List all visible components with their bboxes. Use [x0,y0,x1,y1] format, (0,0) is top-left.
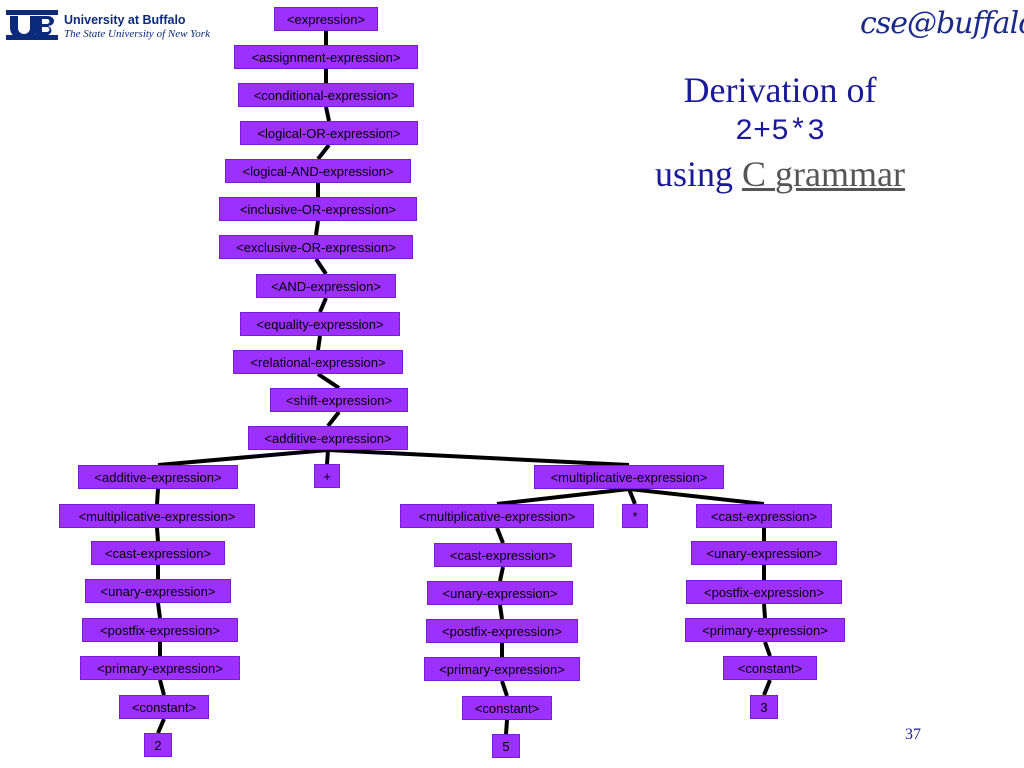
tree-node-lun: <unary-expression> [85,579,231,603]
edge-rprim-rconst [763,641,772,657]
tree-node-rpost: <postfix-expression> [686,580,842,604]
edge-ior-xor [314,220,320,236]
tree-node-mpost: <postfix-expression> [426,619,578,643]
tree-node-rel: <relational-expression> [233,350,403,374]
edge-mconst-five [504,719,509,735]
edge-lun-lpost [156,602,162,619]
c-link[interactable]: C [742,154,767,194]
edge-mprim-mconst [500,680,509,697]
edge-add-add2 [157,448,329,467]
edge-mun-mpost [498,604,504,620]
tree-node-three: 3 [750,695,778,719]
tree-node-star: * [622,504,648,528]
tree-node-lcast: <cast-expression> [91,541,225,565]
edge-eq-rel [316,335,322,351]
tree-node-assign: <assignment-expression> [234,45,418,69]
tree-node-lmul: <multiplicative-expression> [59,504,255,528]
tree-node-add: <additive-expression> [248,426,408,450]
tree-node-ior: <inclusive-OR-expression> [219,197,417,221]
tree-node-land: <logical-AND-expression> [225,159,411,183]
edge-mul-rcast [628,487,765,506]
edge-rel-shift [316,372,341,390]
cse-logo-text: cse@buffalo [860,6,1024,41]
tree-node-xor: <exclusive-OR-expression> [219,235,413,259]
university-name: University at Buffalo [64,13,186,27]
tree-node-cond: <conditional-expression> [238,83,414,107]
tree-node-and: <AND-expression> [256,274,396,298]
tree-node-mprim: <primary-expression> [424,657,580,681]
cse-buffalo-logo: cse@buffalo [860,2,1024,57]
edge-add2-lmul [155,488,160,505]
tree-node-lconst: <constant> [119,695,209,719]
ub-logo: University at Buffalo The State Universi… [6,8,210,42]
tree-node-lpost: <postfix-expression> [82,618,238,642]
tree-node-mul: <multiplicative-expression> [534,465,724,489]
tree-node-eq: <equality-expression> [240,312,400,336]
tree-node-rcast: <cast-expression> [696,504,832,528]
university-subtitle: The State University of New York [64,28,210,40]
tree-node-expr: <expression> [274,7,378,31]
tree-node-add2: <additive-expression> [78,465,238,489]
tree-node-mcast: <cast-expression> [434,543,572,567]
grammar-link[interactable]: grammar [775,154,905,194]
title-using: using [655,154,743,194]
title-line-1: Derivation of [683,70,877,110]
tree-node-mconst: <constant> [462,696,552,720]
edge-lprim-lconst [158,679,166,696]
page-number: 37 [905,726,921,743]
edge-mul-star [627,488,637,505]
ub-mark-icon [6,10,58,40]
tree-node-rconst: <constant> [723,656,817,680]
tree-node-shift: <shift-expression> [270,388,408,412]
tree-node-plus: + [314,464,340,488]
edge-lmul-lcast [155,527,160,542]
tree-node-mmul: <multiplicative-expression> [400,504,594,528]
title-expression: 2+5*3 [734,115,825,149]
edge-add-plus [325,449,330,465]
title-line-3: using C grammar [590,152,970,196]
edge-and-eq [318,297,328,313]
tree-node-rprim: <primary-expression> [685,618,845,642]
edge-mcast-mun [498,566,505,582]
tree-node-lor: <logical-OR-expression> [240,121,418,145]
edge-shift-add [326,410,341,428]
edge-lconst-two [156,718,166,734]
tree-node-five: 5 [492,734,520,758]
edge-rconst-three [762,679,772,696]
tree-node-mun: <unary-expression> [427,581,573,605]
edge-cond-lor [324,106,331,122]
edge-mul-mmul [496,487,630,506]
edge-mmul-mcast [495,527,505,544]
tree-node-lprim: <primary-expression> [80,656,240,680]
edge-xor-and [314,257,328,276]
edge-lor-land [316,143,331,161]
tree-node-two: 2 [144,733,172,757]
edge-add-mul [327,448,630,467]
slide-title: Derivation of 2+5*3 using C grammar [590,68,970,196]
edge-rpost-rprim [762,603,767,619]
tree-node-run: <unary-expression> [691,541,837,565]
